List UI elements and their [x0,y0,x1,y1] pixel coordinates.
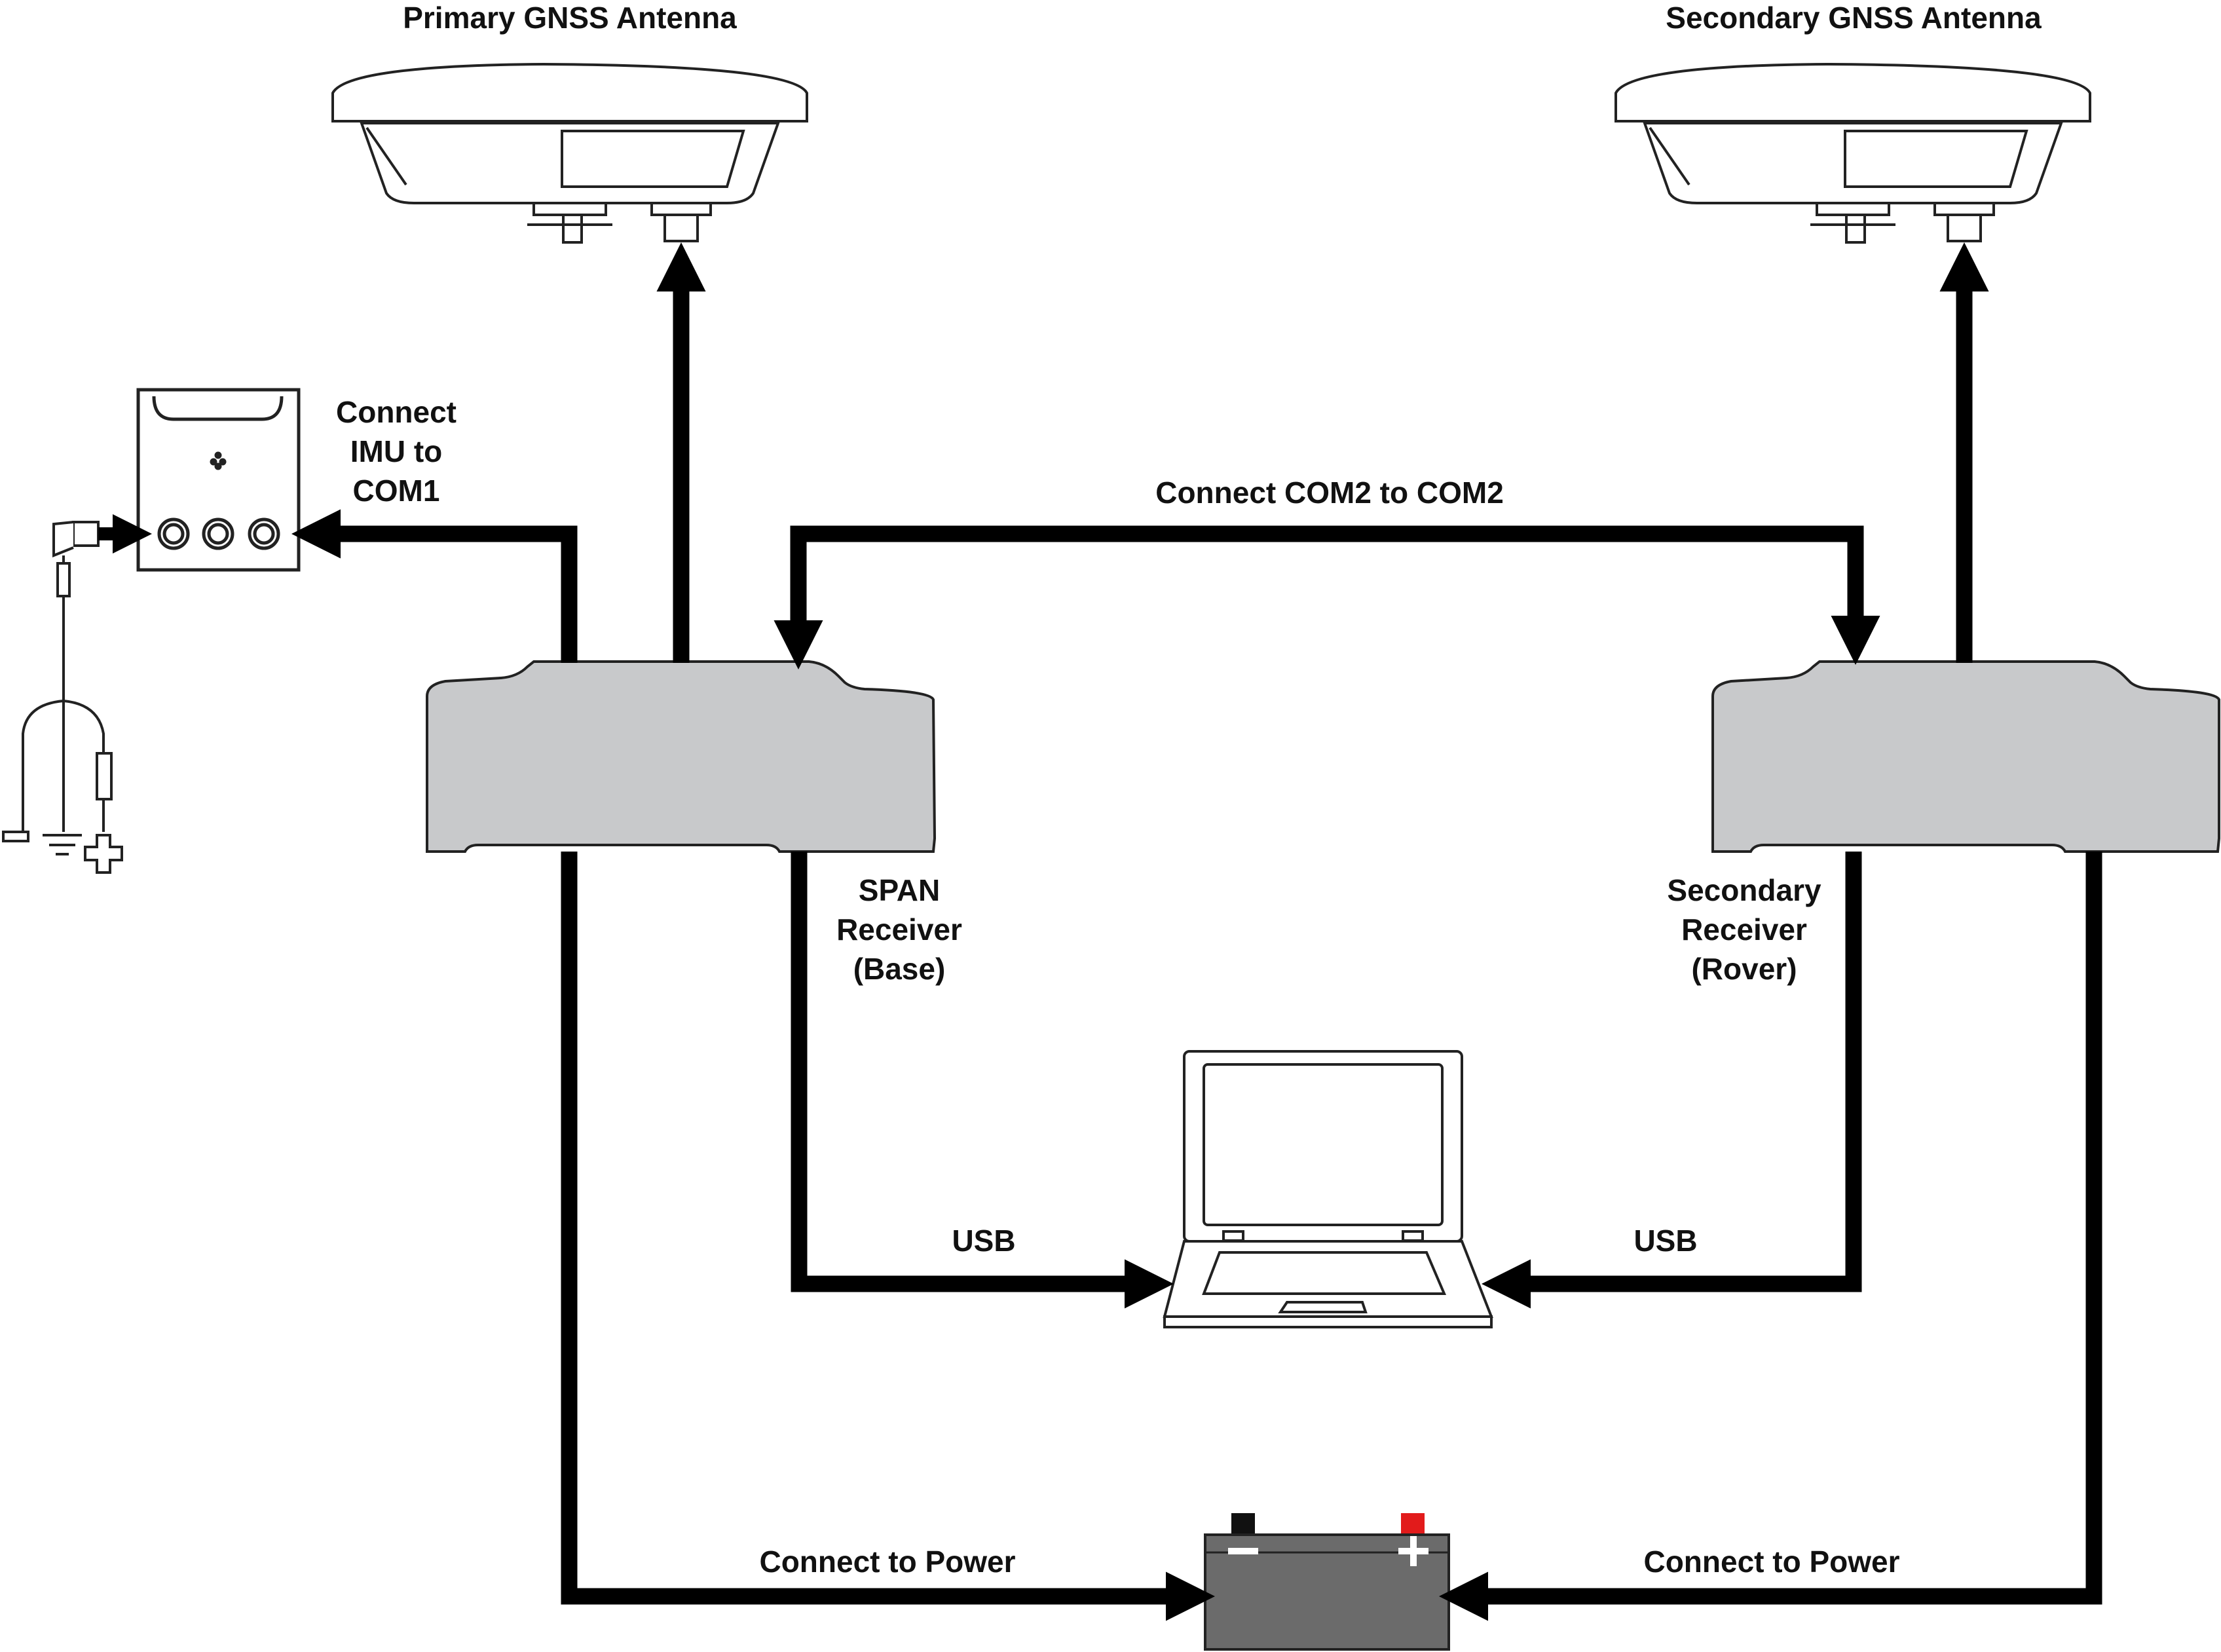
secondary-receiver-label-line3: (Rover) [1691,952,1797,986]
imu-label-line3: COM1 [353,474,440,508]
secondary-receiver-icon [1711,660,2220,853]
usb-span-to-laptop-arrow [791,852,1174,1309]
usb-rover-to-laptop-arrow [1481,852,1862,1309]
power-left-label: Connect to Power [759,1545,1015,1579]
imu-icon [136,388,301,572]
imu-label-line1: Connect [336,395,457,429]
primary-gnss-antenna-icon [331,62,808,244]
span-receiver-label-line2: Receiver [836,912,962,947]
span-receiver-label-line1: SPAN [859,873,940,907]
com2-to-rover-arrow [790,525,1880,666]
secondary-antenna-label: Secondary GNSS Antenna [1666,1,2042,35]
secondary-receiver-label-line1: Secondary [1667,873,1821,907]
primary-antenna-label: Primary GNSS Antenna [403,1,737,35]
power-rover-to-battery-arrow [1438,852,2102,1621]
usb-right-label: USB [1633,1224,1697,1258]
power-right-label: Connect to Power [1643,1545,1899,1579]
connection-lines [98,242,2102,1621]
com2-label: Connect COM2 to COM2 [1155,476,1504,510]
power-span-to-battery-arrow [561,852,1216,1621]
secondary-receiver-label-line2: Receiver [1681,912,1807,947]
imu-com1-arrow [291,509,578,663]
secondary-gnss-antenna-icon [1614,62,2091,244]
usb-left-label: USB [952,1224,1015,1258]
imu-label-line2: IMU to [350,434,443,468]
laptop-icon [1163,1050,1493,1328]
power-cable-icon [2,521,123,874]
span-receiver-icon [426,660,937,853]
span-receiver-label-line3: (Base) [853,952,946,986]
battery-icon [1204,1513,1450,1651]
